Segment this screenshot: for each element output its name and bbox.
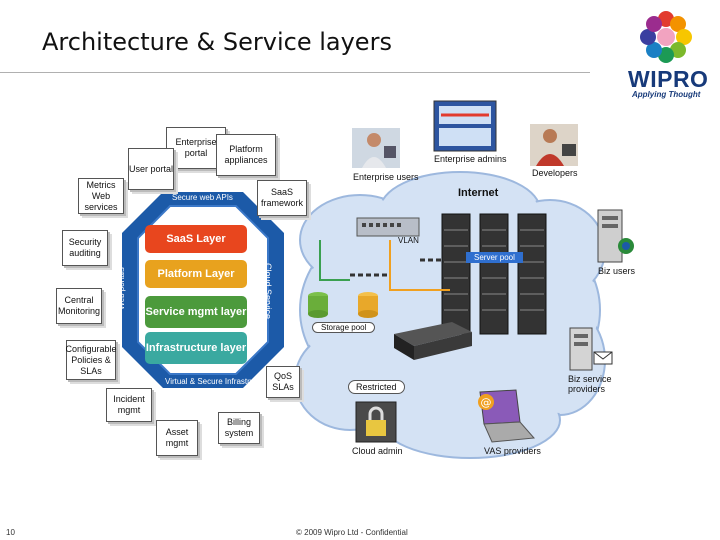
storage-pool-label: Storage pool (312, 322, 376, 333)
doc-platform-appliances: Platform appliances (216, 134, 276, 176)
title-rule (0, 72, 590, 73)
storage-pool-icon (308, 292, 378, 318)
doc-billing-system: Billing system (218, 412, 260, 444)
developers-label: Developers (532, 168, 578, 178)
laptop-icon: @ (478, 389, 536, 443)
developers-person-icon (530, 124, 578, 166)
server-pool-icon (441, 213, 547, 335)
wipro-logo-text: WIPRO (628, 66, 709, 92)
doc-security-auditing: Security auditing (62, 230, 108, 266)
biz-service-providers-server-icon (569, 327, 613, 371)
footer-copyright: © 2009 Wipro Ltd - Confidential (296, 528, 408, 537)
network-links (319, 240, 460, 291)
secure-web-apis-label: Secure web APIs (172, 193, 233, 202)
doc-asset-mgmt: Asset mgmt (156, 420, 198, 456)
vlan-label: VLAN (398, 236, 419, 245)
vas-providers-label: VAS providers (484, 446, 541, 456)
cloud-service-label: Cloud Service (263, 262, 274, 320)
web-portals-label: Web portals (116, 267, 126, 310)
enterprise-users-label: Enterprise users (353, 172, 419, 182)
cloud-admin-label: Cloud admin (352, 446, 403, 456)
doc-user-portal: User portal (128, 148, 174, 190)
internet-label: Internet (458, 187, 499, 199)
wipro-logo-flower (640, 11, 692, 63)
biz-service-providers-label: Biz service providers (568, 374, 612, 394)
biz-users-label: Biz users (598, 266, 636, 276)
doc-central-monitoring: Central Monitoring (56, 288, 102, 324)
server-pool-label: Server pool (466, 252, 523, 263)
svg-text:@: @ (481, 396, 492, 409)
vlan-switch-icon (356, 217, 420, 237)
restricted-label: Restricted (348, 380, 405, 394)
virtual-secure-infra-label: Virtual & Secure Infrastructure (165, 377, 273, 386)
doc-saas-framework: SaaS framework (257, 180, 307, 216)
doc-incident-mgmt: Incident mgmt (106, 388, 152, 422)
slide-title: Architecture & Service layers (42, 28, 392, 56)
blade-server-icon (394, 322, 472, 360)
infrastructure-layer: Infrastructure layer (145, 332, 247, 364)
doc-configurable-policies: Configurable Policies & SLAs (65, 340, 117, 380)
cloud-admin-lock-icon (355, 401, 397, 443)
biz-users-server-icon (597, 209, 634, 263)
saas-layer: SaaS Layer (145, 225, 247, 253)
enterprise-admins-label: Enterprise admins (434, 154, 507, 164)
enterprise-admins-dashboard-icon (433, 100, 497, 152)
doc-qos-slas: QoS SLAs (266, 366, 300, 398)
doc-metrics-web-services: Metrics Web services (78, 178, 124, 214)
platform-layer: Platform Layer (145, 260, 247, 288)
page-number: 10 (6, 528, 15, 537)
enterprise-users-person-icon (352, 128, 400, 168)
wipro-tagline: Applying Thought (632, 90, 701, 99)
service-mgmt-layer: Service mgmt layer (145, 296, 247, 328)
